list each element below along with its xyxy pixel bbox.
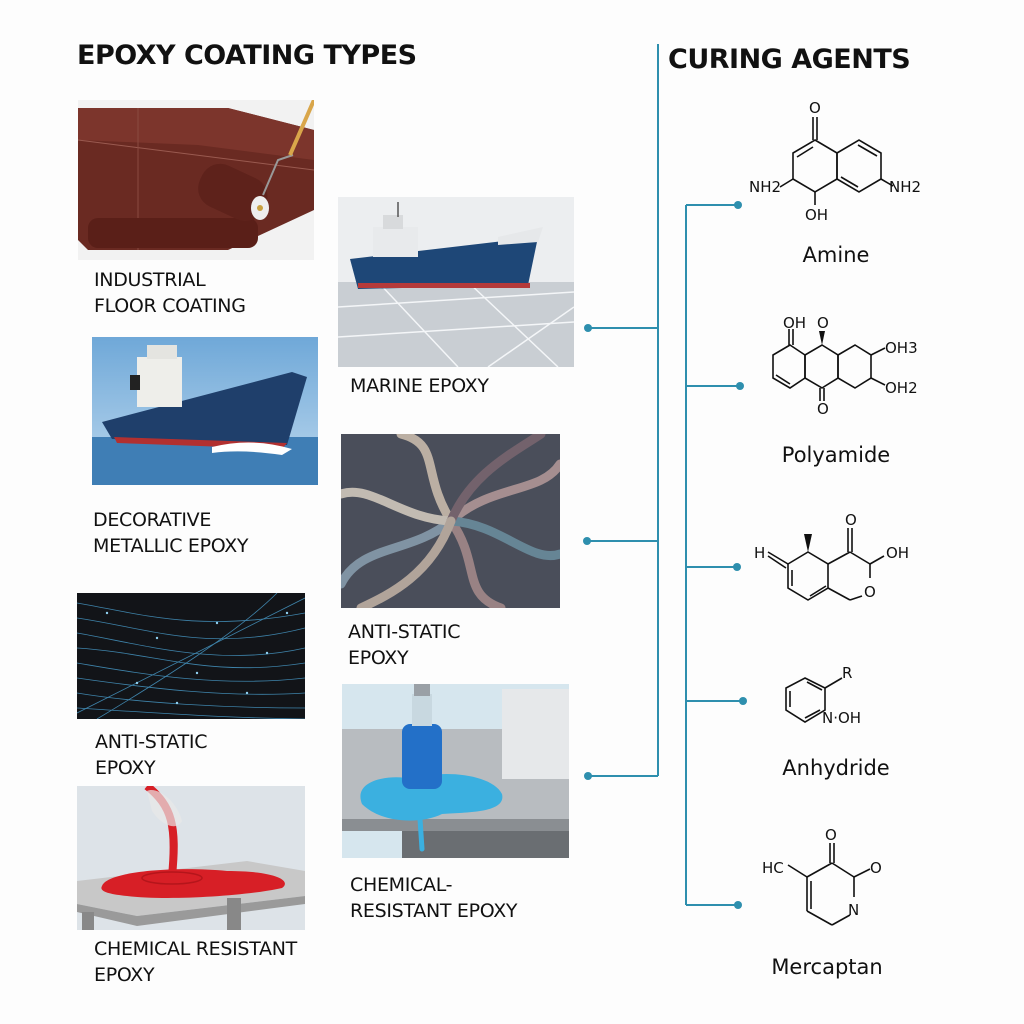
label-line: FLOOR COATING	[94, 295, 246, 317]
atom-label: O	[817, 314, 829, 332]
red-pour-image	[77, 786, 305, 930]
coating-label-anti-static-swirl: ANTI-STATIC EPOXY	[348, 619, 460, 671]
atom-label: HC	[762, 859, 784, 877]
metallic-swirl-image	[341, 434, 560, 608]
coating-label-marine: MARINE EPOXY	[350, 373, 489, 399]
agent-name-anhydride: Anhydride	[782, 756, 890, 780]
label-line: MARINE EPOXY	[350, 375, 489, 397]
label-line: RESISTANT EPOXY	[350, 900, 518, 922]
label-line: EPOXY	[95, 757, 156, 779]
atom-label: O	[870, 859, 882, 877]
ship-on-tiles-image	[338, 197, 574, 367]
label-line: DECORATIVE	[93, 509, 212, 531]
atom-label: OH3	[885, 339, 918, 357]
paint-roller-floor-image	[78, 100, 314, 260]
label-line: EPOXY	[348, 647, 409, 669]
connector-dot-chemical	[584, 772, 592, 780]
atom-label: OH2	[885, 379, 918, 397]
conductive-fibers-image	[77, 593, 305, 719]
coating-label-chemical-resistant-lab: CHEMICAL- RESISTANT EPOXY	[350, 872, 518, 924]
atom-label: OH	[886, 544, 909, 562]
connector-dot-amine	[734, 201, 742, 209]
agent-name-amine: Amine	[802, 243, 870, 267]
lactone-structure: H O OH O	[752, 508, 932, 613]
label-line: ANTI-STATIC	[348, 621, 461, 643]
connector-dot-anti-static	[583, 537, 591, 545]
connector-dot-anhydride	[739, 697, 747, 705]
connector-dot-marine	[584, 324, 592, 332]
connector-dot-mercaptan	[734, 901, 742, 909]
curing-agents-title: CURING AGENTS	[668, 44, 911, 75]
coating-label-anti-static-fibers: ANTI-STATIC EPOXY	[95, 729, 207, 781]
coating-label-industrial-floor: INDUSTRIAL FLOOR COATING	[94, 267, 246, 319]
atom-label: OH	[805, 206, 828, 224]
polyamide-structure: OH O OH3 OH2 O	[765, 314, 935, 420]
coating-label-decorative-metallic: DECORATIVE METALLIC EPOXY	[93, 507, 249, 559]
atom-label: H	[754, 544, 765, 562]
atom-label: N·OH	[822, 709, 861, 727]
label-line: INDUSTRIAL	[94, 269, 206, 291]
label-line: ANTI-STATIC	[95, 731, 208, 753]
atom-label: N	[848, 901, 859, 919]
label-line: EPOXY	[94, 964, 155, 986]
atom-label: O	[864, 583, 876, 601]
lab-spill-image	[342, 684, 569, 858]
anhydride-structure: R N·OH	[780, 660, 900, 735]
atom-label: NH2	[889, 178, 921, 196]
coating-label-chemical-resistant-pour: CHEMICAL RESISTANT EPOXY	[94, 936, 297, 988]
atom-label: O	[825, 826, 837, 844]
atom-label: OH	[783, 314, 806, 332]
atom-label: O	[817, 400, 829, 418]
mercaptan-structure: O HC O N	[762, 825, 902, 930]
connector-dot-polyamide	[736, 382, 744, 390]
label-line: METALLIC EPOXY	[93, 535, 249, 557]
agent-name-mercaptan: Mercaptan	[771, 955, 883, 979]
amine-structure: O NH2 NH2 OH	[745, 95, 935, 235]
label-line: CHEMICAL-	[350, 874, 453, 896]
ship-at-sea-image	[92, 337, 318, 485]
atom-label: O	[845, 511, 857, 529]
connector-dot-lactone	[733, 563, 741, 571]
label-line: CHEMICAL RESISTANT	[94, 938, 297, 960]
atom-label: R	[842, 664, 852, 682]
atom-label: NH2	[749, 178, 781, 196]
atom-label: O	[809, 99, 821, 117]
agent-name-polyamide: Polyamide	[781, 443, 891, 467]
epoxy-coating-types-title: EPOXY COATING TYPES	[77, 40, 417, 71]
